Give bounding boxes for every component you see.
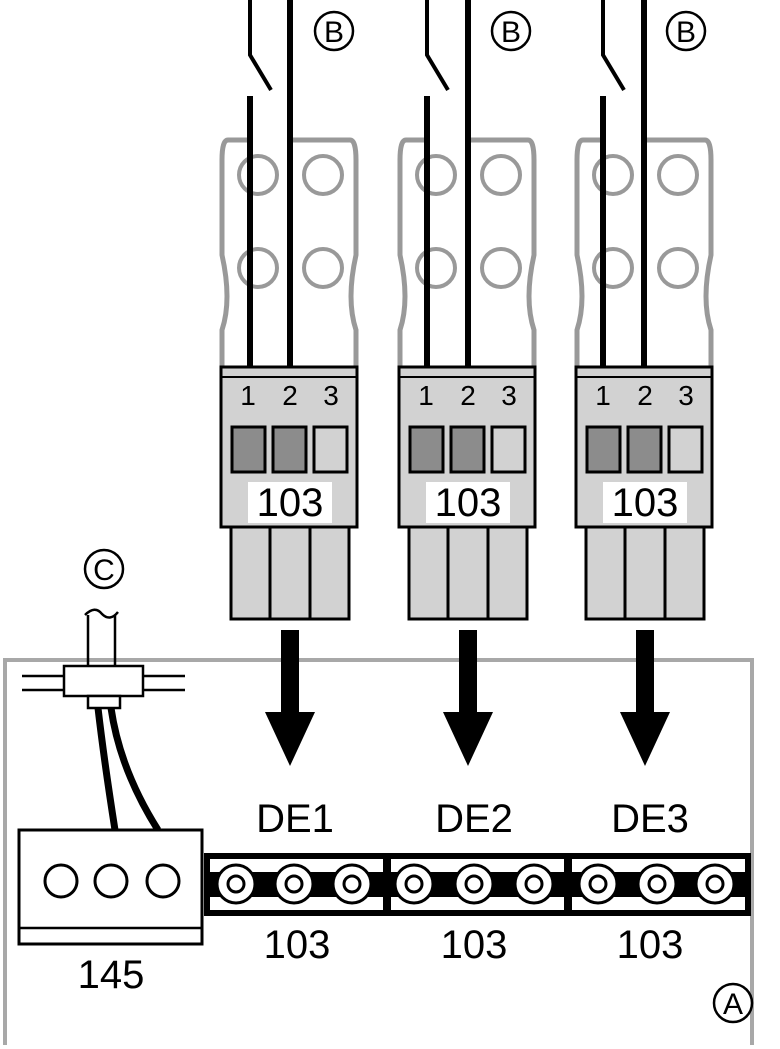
terminal-hole bbox=[588, 874, 608, 894]
terminal-hole bbox=[93, 863, 129, 899]
terminal-block-145 bbox=[17, 828, 204, 946]
pin-slot bbox=[490, 425, 527, 474]
callout-c: C bbox=[83, 548, 125, 590]
callout-b-label: B bbox=[324, 16, 344, 49]
callout-a: A bbox=[712, 982, 754, 1024]
arrow-down-icon bbox=[443, 712, 493, 766]
terminal-block-label: 145 bbox=[78, 953, 145, 997]
pin-label: 3 bbox=[323, 380, 339, 411]
pin-slot bbox=[271, 425, 308, 474]
plug-housing bbox=[397, 137, 537, 368]
pin-label: 2 bbox=[460, 380, 476, 411]
terminal-hole bbox=[226, 874, 246, 894]
pin-slot bbox=[667, 425, 704, 474]
board-terminal-code: 103 bbox=[441, 923, 508, 967]
pin-slot bbox=[626, 425, 663, 474]
callout-b-label: B bbox=[501, 16, 521, 49]
pin-label: 1 bbox=[240, 380, 256, 411]
plug-housing bbox=[574, 137, 714, 368]
terminal-hole bbox=[647, 874, 667, 894]
board-terminal-label: DE1 bbox=[256, 797, 334, 841]
pin-slot bbox=[230, 425, 267, 474]
connector-de3 bbox=[574, 0, 714, 766]
pin-slot bbox=[408, 425, 445, 474]
plug-housing bbox=[219, 137, 359, 368]
terminal-hole bbox=[342, 874, 362, 894]
terminal-hole bbox=[284, 874, 304, 894]
board-terminal-strip bbox=[204, 853, 751, 916]
arrow-down-icon bbox=[620, 712, 670, 766]
callout-a-label: A bbox=[723, 988, 743, 1021]
pin-label: 2 bbox=[282, 380, 298, 411]
terminal-hole bbox=[464, 874, 484, 894]
pin-label: 1 bbox=[418, 380, 434, 411]
connector-code: 103 bbox=[435, 481, 502, 525]
cable-grommet bbox=[22, 664, 185, 710]
board-terminal-code: 103 bbox=[617, 923, 684, 967]
pin-label: 2 bbox=[637, 380, 653, 411]
connector-3-labels: 1 2 3 103 B bbox=[595, 10, 707, 525]
switch-contact bbox=[601, 0, 626, 92]
callout-b-label: B bbox=[676, 16, 696, 49]
terminal-hole bbox=[705, 874, 725, 894]
terminal-hole bbox=[145, 863, 181, 899]
connector-2-labels: 1 2 3 103 B bbox=[418, 10, 532, 525]
switch-contact bbox=[425, 0, 450, 92]
board-terminal-label: DE3 bbox=[611, 797, 689, 841]
pin-label: 3 bbox=[678, 380, 694, 411]
board-terminal-label: DE2 bbox=[435, 797, 513, 841]
connector-code: 103 bbox=[257, 481, 324, 525]
connector-1-labels: 1 2 3 103 B bbox=[240, 10, 355, 525]
cable-wires bbox=[94, 707, 161, 832]
board-outline bbox=[3, 658, 754, 1045]
arrow-down-icon bbox=[265, 712, 315, 766]
connector-de1 bbox=[219, 0, 359, 766]
terminal-hole bbox=[404, 874, 424, 894]
cable-sheath bbox=[84, 608, 119, 666]
connector-code: 103 bbox=[612, 481, 679, 525]
pin-slot bbox=[312, 425, 349, 474]
pin-label: 3 bbox=[501, 380, 517, 411]
callout-c-label: C bbox=[93, 554, 115, 587]
pin-slot bbox=[449, 425, 486, 474]
terminal-hole bbox=[524, 874, 544, 894]
pin-label: 1 bbox=[595, 380, 611, 411]
board-terminal-code: 103 bbox=[264, 923, 331, 967]
pin-slot bbox=[585, 425, 622, 474]
switch-contact bbox=[248, 0, 273, 92]
terminal-hole bbox=[43, 863, 79, 899]
connector-de2 bbox=[397, 0, 537, 766]
